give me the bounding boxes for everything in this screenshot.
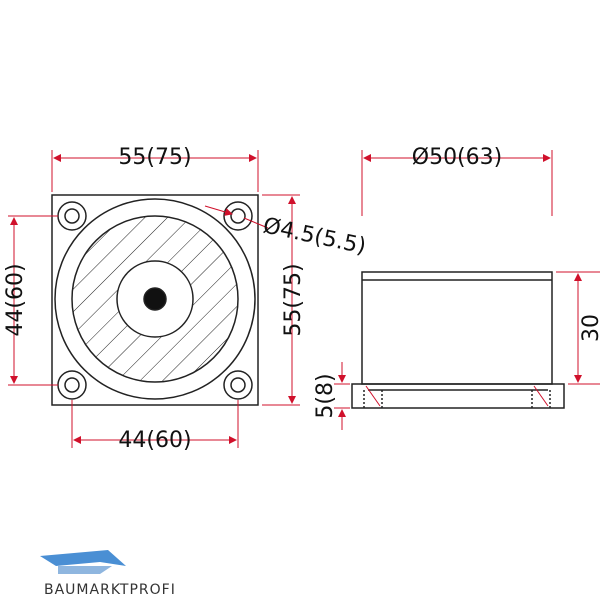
- center-hole: [143, 287, 167, 311]
- mount-hole-tl-outer: [57, 201, 87, 231]
- mount-hole-bl-inner: [64, 377, 80, 393]
- base-flange: [351, 383, 565, 409]
- outer-ring: [54, 198, 256, 400]
- mount-hole-tr-inner: [230, 208, 246, 224]
- dim-side-diameter: Ø50(63): [412, 145, 502, 170]
- baumarktprofi-logo: BAUMARKTPROFI: [40, 550, 176, 598]
- logo-text: BAUMARKTPROFI: [44, 582, 176, 598]
- mount-hole-bl-outer: [57, 370, 87, 400]
- dim-top-width: 55(75): [118, 145, 191, 170]
- dim-hole-diameter: Ø4.5(5.5): [261, 213, 368, 259]
- top-view-dimensions: [8, 150, 300, 448]
- top-view: [51, 194, 259, 406]
- dim-right-height: 55(75): [281, 263, 306, 336]
- logo-roof-icon: [40, 550, 126, 566]
- dim-bottom-width: 44(60): [118, 428, 191, 453]
- dim-left-height: 44(60): [3, 263, 28, 336]
- side-view-dimensions: [334, 150, 600, 430]
- mount-hole-tr-outer: [223, 201, 253, 231]
- dim-base-height: 5(8): [313, 373, 338, 418]
- mount-hole-tl-inner: [64, 208, 80, 224]
- dim-side-height: 30: [579, 314, 600, 342]
- mount-hole-br-inner: [230, 377, 246, 393]
- cylinder-body: [361, 271, 553, 385]
- mount-hole-br-outer: [223, 370, 253, 400]
- base-plate-outline: [51, 194, 259, 406]
- side-view: [351, 271, 565, 409]
